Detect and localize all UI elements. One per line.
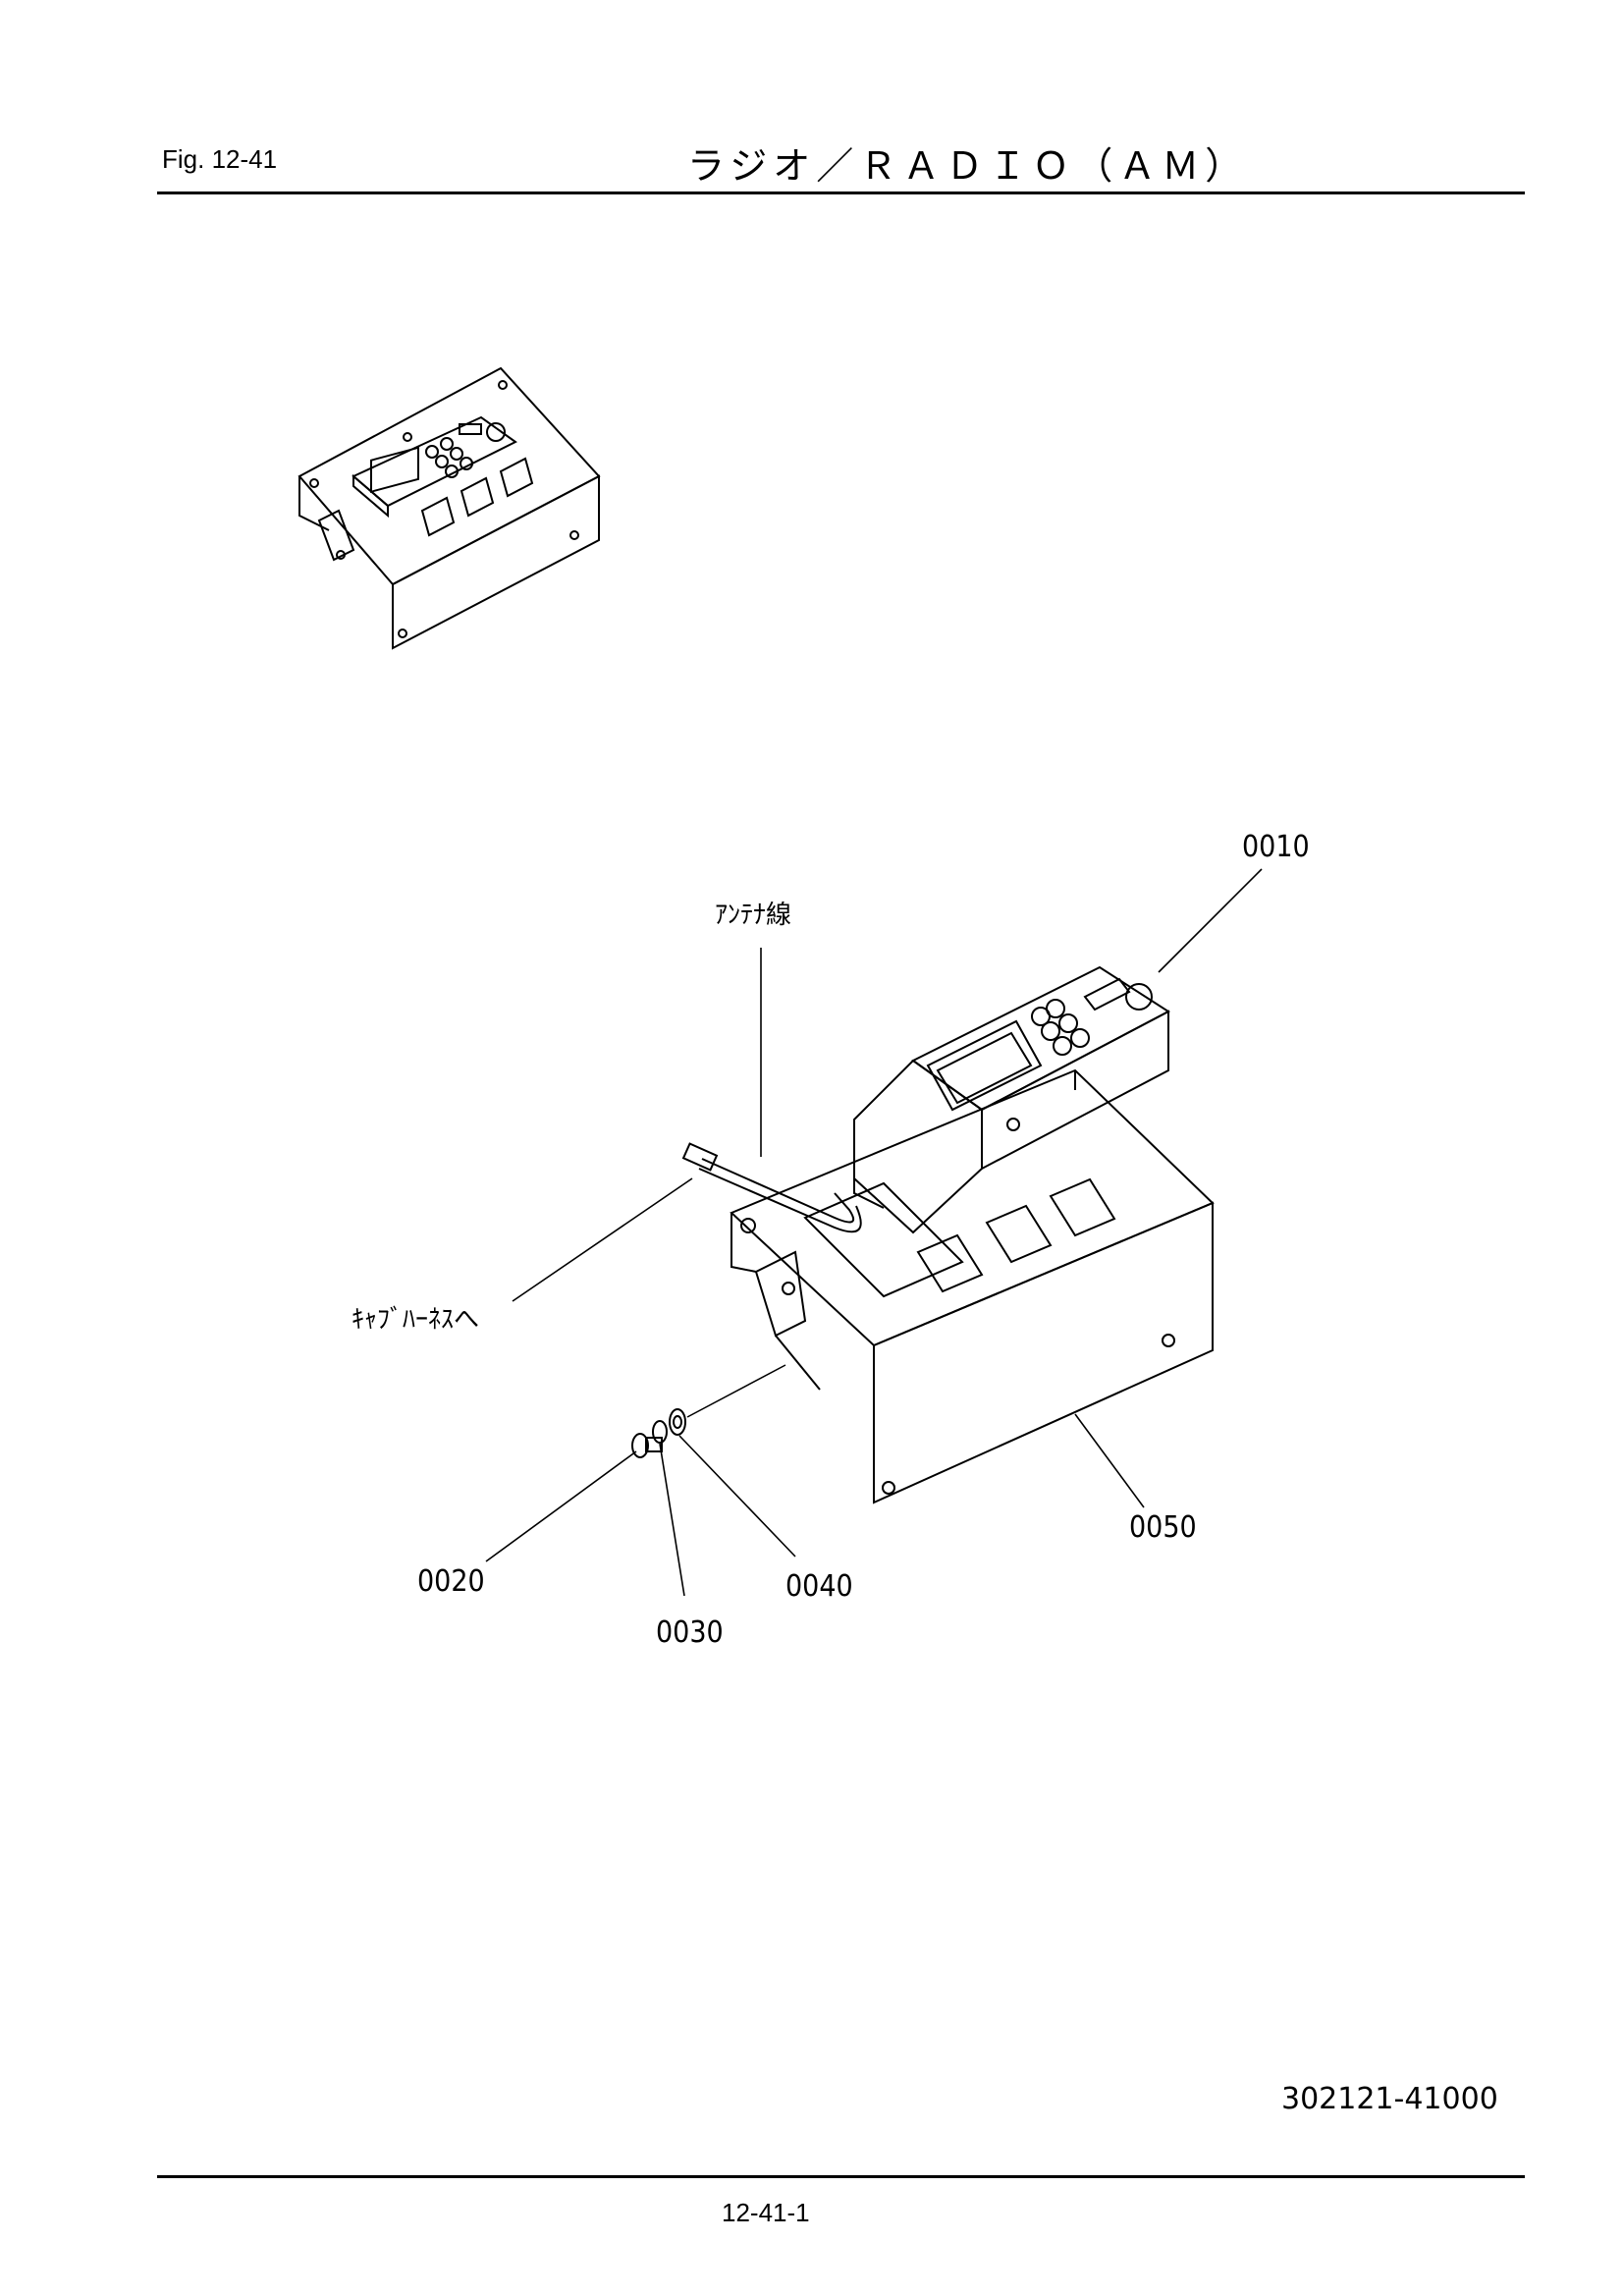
callout-0020: 0020 bbox=[417, 1564, 485, 1599]
header-rule bbox=[157, 191, 1525, 194]
callout-0040: 0040 bbox=[785, 1569, 853, 1604]
flat-washer-0040 bbox=[669, 1408, 686, 1436]
bracket-side-tab bbox=[754, 1250, 807, 1338]
callout-0010: 0010 bbox=[1242, 830, 1310, 864]
main-assembly bbox=[631, 965, 1215, 1504]
bracket-front-flange bbox=[873, 1201, 1214, 1504]
overview-assembly bbox=[298, 366, 601, 650]
callout-0050: 0050 bbox=[1129, 1510, 1197, 1545]
note-to-cab-harness: ｷｬﾌﾞﾊｰﾈｽへ bbox=[352, 1305, 479, 1335]
page-title: ラジオ／ＲＡＤＩＯ（ＡＭ） bbox=[687, 144, 1249, 188]
callout-0030: 0030 bbox=[656, 1615, 724, 1650]
note-antenna-wire: ｱﾝﾃﾅ線 bbox=[715, 901, 791, 930]
bolt-0020 bbox=[631, 1433, 663, 1458]
radio-side-face bbox=[853, 1059, 983, 1234]
page-number: 12-41-1 bbox=[722, 2198, 810, 2227]
drawing-number: 302121-41000 bbox=[1281, 2082, 1498, 2116]
leader-lines bbox=[485, 868, 1263, 1597]
spring-washer-0030 bbox=[652, 1420, 668, 1444]
figure-label: Fig. 12-41 bbox=[162, 144, 278, 174]
footer-rule bbox=[157, 2175, 1525, 2178]
